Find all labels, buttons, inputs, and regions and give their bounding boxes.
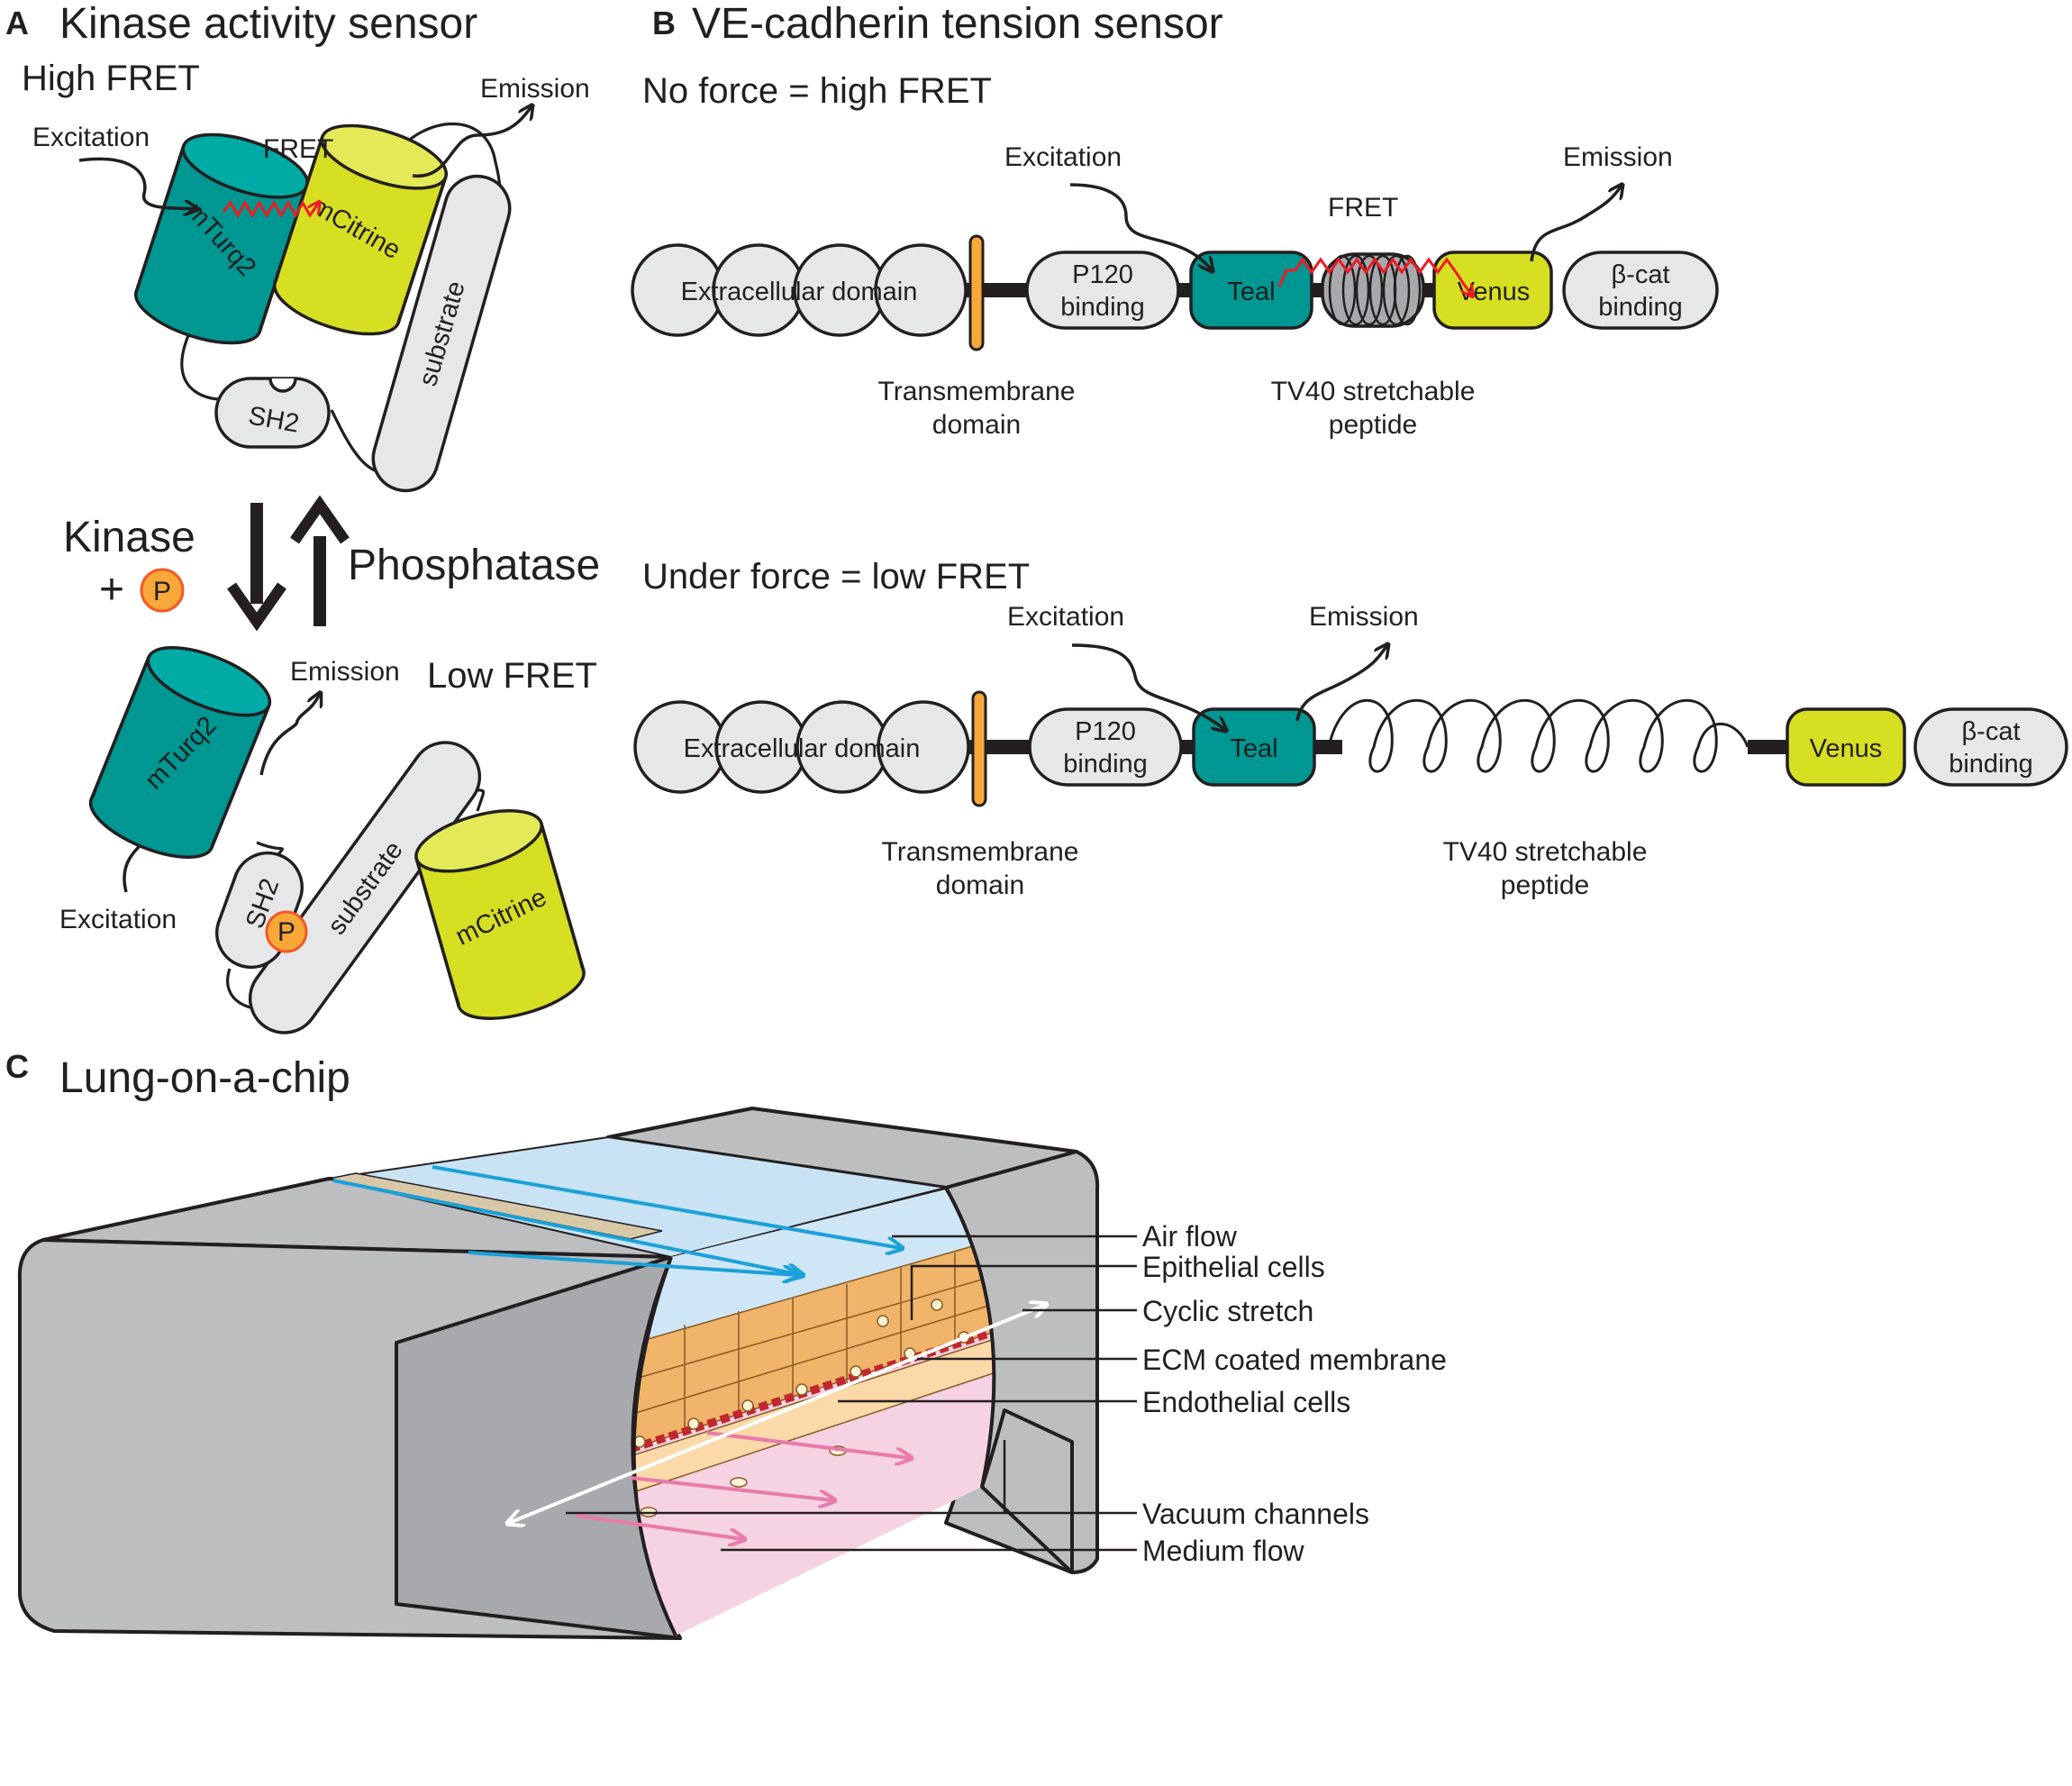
kinase-label: Kinase bbox=[63, 514, 195, 561]
fret-arrow-top bbox=[222, 203, 319, 219]
under-force-label: Under force = low FRET bbox=[642, 557, 1030, 597]
tm-label-b1-1: Transmembrane bbox=[878, 377, 1076, 406]
fret-label-top: FRET bbox=[263, 134, 333, 164]
panel-b-letter: B bbox=[652, 5, 676, 41]
tv40-label-b1-2: peptide bbox=[1329, 410, 1417, 440]
transmembrane-top bbox=[968, 234, 985, 351]
bcat-label-top-2: binding bbox=[1598, 293, 1683, 322]
label-medium: Medium flow bbox=[1142, 1535, 1305, 1567]
transmembrane-bottom bbox=[971, 690, 987, 807]
sh2-top: SH2 bbox=[214, 377, 331, 449]
emission-label-b1: Emission bbox=[1563, 142, 1673, 172]
no-force-label: No force = high FRET bbox=[642, 71, 992, 111]
mcitrine-bottom: mCitrine bbox=[414, 809, 586, 1020]
emission-arrow-b2 bbox=[1295, 645, 1387, 722]
extracellular-label-top: Extracellular domain bbox=[681, 278, 918, 306]
excitation-arrow-b1 bbox=[1069, 183, 1212, 270]
label-air-flow: Air flow bbox=[1142, 1220, 1238, 1253]
extracellular-label-bottom: Extracellular domain bbox=[684, 734, 921, 763]
phospho-badge-bottom: P bbox=[265, 910, 308, 953]
tm-label-b2-2: domain bbox=[936, 870, 1024, 900]
excitation-label-b1: Excitation bbox=[1004, 142, 1122, 172]
venus-top: Venus bbox=[1432, 251, 1553, 330]
emission-label-top: Emission bbox=[480, 74, 590, 104]
mturq2-top: mTurq2 bbox=[133, 132, 310, 345]
phospho-label-bottom: P bbox=[277, 917, 295, 947]
emission-label-bottom: Emission bbox=[290, 657, 400, 687]
venus-bottom: Venus bbox=[1786, 707, 1906, 787]
panel-b: B VE-cadherin tension sensor No force = … bbox=[631, 0, 2068, 900]
excitation-arrow-b2 bbox=[1071, 643, 1225, 730]
label-ecm: ECM coated membrane bbox=[1142, 1344, 1447, 1376]
extracellular-bottom: Extracellular domain bbox=[633, 700, 970, 794]
label-epithelial: Epithelial cells bbox=[1142, 1251, 1325, 1283]
p120-label-bottom-2: binding bbox=[1063, 750, 1148, 779]
emission-label-b2: Emission bbox=[1309, 602, 1419, 632]
label-endothelial: Endothelial cells bbox=[1142, 1386, 1350, 1418]
emission-arrow-bottom bbox=[259, 694, 320, 776]
plus-label: + bbox=[99, 566, 124, 614]
fret-label-b1: FRET bbox=[1328, 193, 1398, 223]
mcitrine-top: mCitrine bbox=[272, 123, 449, 336]
panel-c-title: Lung-on-a-chip bbox=[59, 1054, 350, 1102]
mturq2-bottom: mTurq2 bbox=[88, 646, 272, 859]
kinase-arrow-head bbox=[227, 582, 286, 632]
excitation-label-top: Excitation bbox=[32, 123, 150, 152]
label-cyclic-stretch: Cyclic stretch bbox=[1142, 1295, 1313, 1327]
air-flow-arrows bbox=[332, 1165, 901, 1275]
p120-bottom: P120 binding bbox=[1028, 707, 1183, 787]
panel-c-letter: C bbox=[5, 1048, 29, 1085]
panel-a-title: Kinase activity sensor bbox=[59, 0, 477, 48]
bcat-label-top-1: β-cat bbox=[1611, 260, 1669, 289]
p120-label-bottom-1: P120 bbox=[1075, 717, 1136, 746]
phospho-label-left: P bbox=[153, 577, 171, 606]
panel-a-letter: A bbox=[5, 5, 29, 41]
teal-top: Teal bbox=[1189, 251, 1313, 330]
excitation-arrow-top bbox=[78, 157, 196, 209]
emission-arrow-b1 bbox=[1530, 186, 1622, 262]
teal-label-top: Teal bbox=[1227, 278, 1275, 306]
bcat-label-bottom-2: binding bbox=[1949, 750, 2033, 779]
panel-c: C Lung-on-a-chip bbox=[5, 1048, 1447, 1640]
bcat-bottom: β-cat binding bbox=[1913, 707, 2068, 787]
tv40-label-b2-1: TV40 stretchable bbox=[1443, 837, 1648, 867]
panel-a: A Kinase activity sensor High FRET subst… bbox=[5, 0, 600, 1034]
label-vacuum: Vacuum channels bbox=[1142, 1498, 1369, 1530]
phosphatase-label: Phosphatase bbox=[348, 542, 600, 589]
extracellular-top: Extracellular domain bbox=[631, 243, 968, 337]
tv40-label-b2-2: peptide bbox=[1501, 870, 1589, 900]
p120-label-top-2: binding bbox=[1060, 293, 1145, 322]
tv40-coil-bottom bbox=[1327, 698, 1749, 773]
p120-top: P120 binding bbox=[1025, 251, 1180, 330]
leader-lines bbox=[566, 1235, 1137, 1552]
teal-label-bottom: Teal bbox=[1230, 734, 1277, 763]
tv40-label-b1-1: TV40 stretchable bbox=[1271, 377, 1476, 406]
excitation-label-bottom: Excitation bbox=[59, 905, 177, 934]
tm-label-b1-2: domain bbox=[932, 410, 1021, 440]
cyclic-stretch-arrow bbox=[509, 1305, 1045, 1523]
phospho-badge-left: P bbox=[140, 568, 185, 613]
excitation-label-b2: Excitation bbox=[1007, 602, 1124, 632]
phosphatase-arrow-head bbox=[290, 495, 350, 544]
emission-arrow-top bbox=[412, 106, 532, 178]
panel-b-title: VE-cadherin tension sensor bbox=[692, 0, 1223, 48]
venus-label-bottom: Venus bbox=[1810, 734, 1883, 763]
high-fret-label: High FRET bbox=[22, 59, 200, 98]
substrate-top: substrate bbox=[371, 174, 512, 493]
bcat-top: β-cat binding bbox=[1562, 251, 1719, 330]
fret-arrow-b1 bbox=[1277, 257, 1472, 296]
low-fret-label: Low FRET bbox=[427, 656, 597, 696]
tm-label-b2-1: Transmembrane bbox=[882, 837, 1079, 867]
p120-label-top-1: P120 bbox=[1072, 260, 1133, 289]
bcat-label-bottom-1: β-cat bbox=[1961, 717, 2020, 746]
